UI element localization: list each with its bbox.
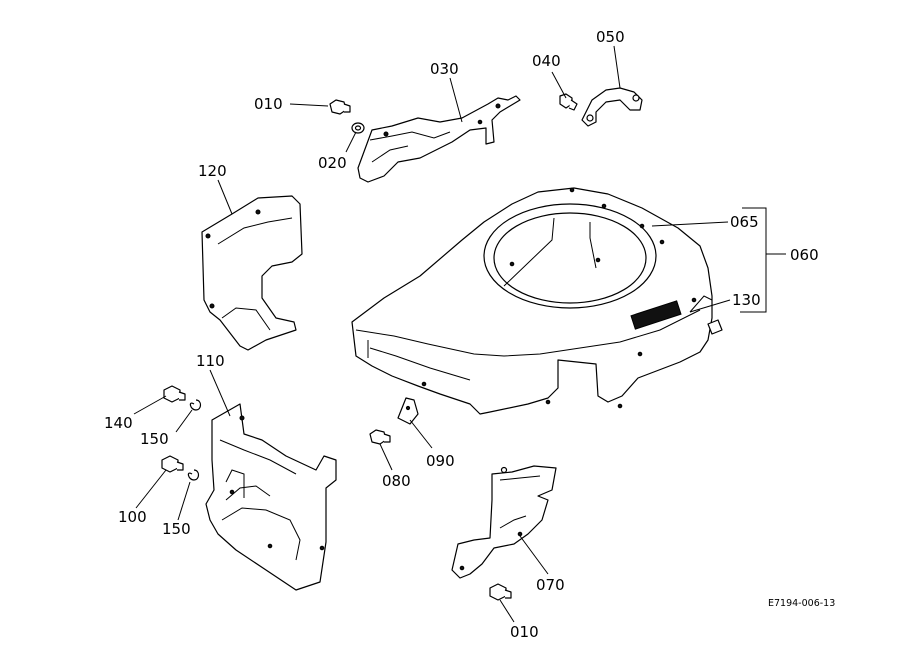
part-050-clamp <box>581 87 643 127</box>
label-090: 090 <box>426 452 455 470</box>
label-130: 130 <box>732 291 761 309</box>
part-120-side-shield <box>201 195 303 351</box>
part-090-clip <box>397 397 419 425</box>
label-020: 020 <box>318 154 347 172</box>
part-labels: 010 020 030 040 050 065 060 130 120 110 … <box>104 28 835 641</box>
label-110: 110 <box>196 352 225 370</box>
label-050: 050 <box>596 28 625 46</box>
label-150-top: 150 <box>140 430 169 448</box>
label-065: 065 <box>730 213 759 231</box>
leader-lines <box>133 45 786 623</box>
part-020-washer <box>351 122 365 134</box>
part-010-bolt-bottom <box>489 583 512 601</box>
label-060: 060 <box>790 246 819 264</box>
label-100: 100 <box>118 508 147 526</box>
part-150-spring-washer-bottom <box>187 469 200 481</box>
part-140-bolt <box>163 385 186 403</box>
part-010-bolt-top <box>329 99 351 115</box>
label-140: 140 <box>104 414 133 432</box>
label-070: 070 <box>536 576 565 594</box>
drawing-code: E7194-006-13 <box>768 598 835 609</box>
label-120: 120 <box>198 162 227 180</box>
label-080: 080 <box>382 472 411 490</box>
part-110-lower-shield <box>205 403 337 591</box>
part-060-shroud <box>351 187 723 415</box>
part-030-bracket <box>357 95 521 183</box>
part-070-bracket <box>451 465 557 579</box>
label-010-top: 010 <box>254 95 283 113</box>
label-010-bottom: 010 <box>510 623 539 641</box>
part-100-bolt <box>161 455 184 473</box>
part-150-spring-washer-top <box>189 399 202 411</box>
part-040-bolt <box>559 93 578 111</box>
label-040: 040 <box>532 52 561 70</box>
part-080-bolt <box>369 429 391 445</box>
label-030: 030 <box>430 60 459 78</box>
label-150-bottom: 150 <box>162 520 191 538</box>
